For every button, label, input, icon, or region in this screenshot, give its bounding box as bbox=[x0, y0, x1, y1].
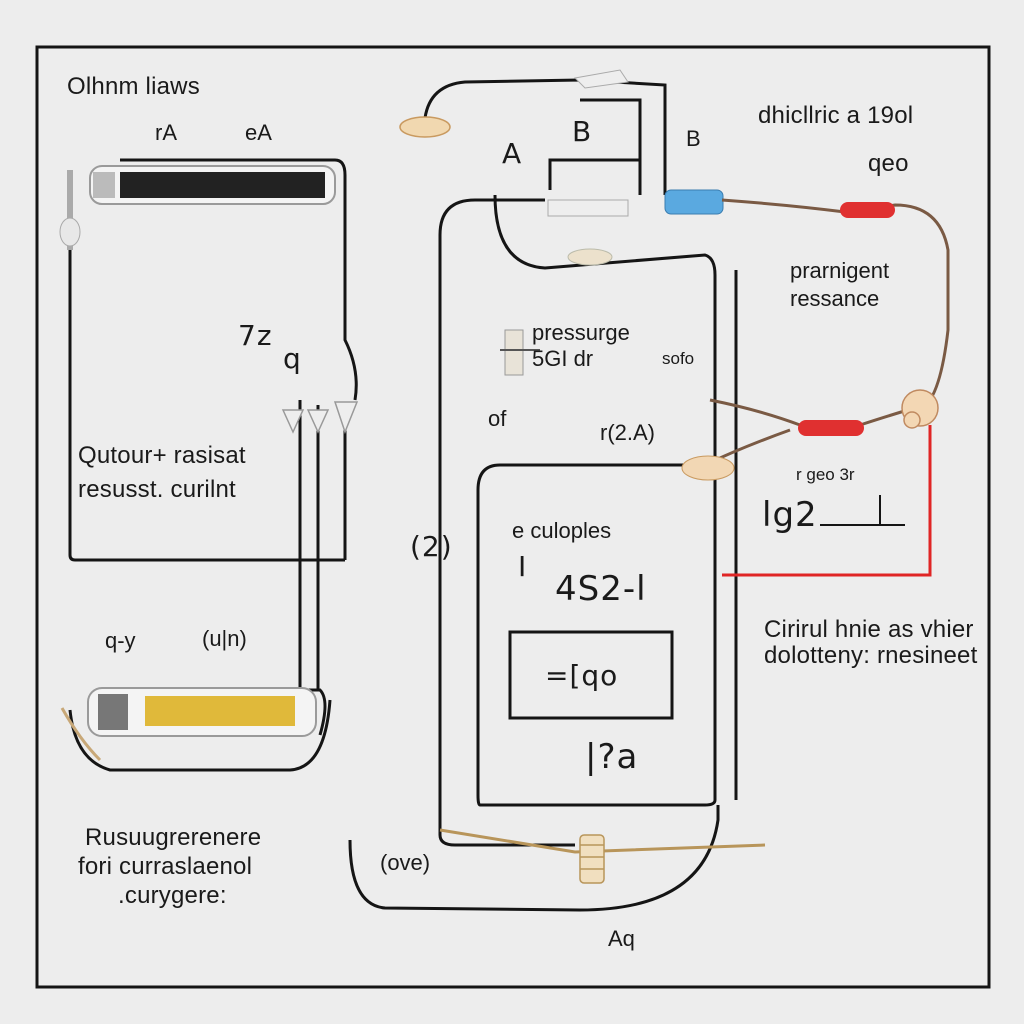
center-sub-wire-2 bbox=[580, 98, 642, 188]
red-wire bbox=[722, 425, 932, 577]
top-lamp bbox=[399, 116, 451, 138]
label-right-1: prarnigent bbox=[790, 258, 890, 283]
diagram-title: Olhnm liaws bbox=[67, 73, 200, 100]
battery-bottom bbox=[60, 687, 332, 772]
red-resistor-mid bbox=[798, 420, 864, 436]
connector-cluster bbox=[281, 401, 359, 435]
label-bottom-left-2: fori curraslaenol bbox=[78, 853, 253, 880]
label-center-ohm: r(2.A) bbox=[600, 420, 655, 445]
label-right-mid-1: r geo 3r bbox=[796, 465, 855, 484]
top-connector bbox=[573, 69, 629, 89]
label-box-formula: 4S2-l bbox=[555, 569, 647, 609]
label-inner-box: =[qo bbox=[545, 659, 619, 692]
label-center-bracket: (2) bbox=[410, 530, 453, 563]
label-pressure-sub: 5GI dr bbox=[532, 346, 594, 371]
junction-node bbox=[901, 389, 939, 429]
red-resistor-top bbox=[840, 202, 895, 218]
label-top-right-1: dhicllric a 19ol bbox=[758, 102, 914, 129]
label-bottom-left-1: Rusuugrerenere bbox=[85, 824, 262, 851]
label-right-lower-1: Cirirul hnie as vhier bbox=[764, 616, 974, 643]
small-bead bbox=[567, 248, 613, 266]
label-center-of: of bbox=[488, 406, 507, 431]
label-left-lower-b: (u|n) bbox=[202, 626, 247, 651]
label-bottom-ovs: (ove) bbox=[380, 850, 431, 875]
label-left-block-1: Qutour+ rasisat bbox=[78, 442, 246, 469]
label-pressure: pressurge bbox=[532, 320, 630, 345]
center-connector bbox=[547, 199, 629, 217]
label-top-center-2: B bbox=[572, 115, 593, 148]
label-box-title: e culoples bbox=[512, 518, 612, 543]
center-left-wire bbox=[438, 235, 575, 847]
right-bead-center bbox=[681, 455, 735, 481]
blue-resistor bbox=[664, 189, 724, 215]
label-bottom-left-3: .curygere: bbox=[118, 882, 227, 909]
label-right-lower-2: dolotteny: rnesineet bbox=[764, 642, 978, 669]
label-bottom-mid: |?a bbox=[585, 737, 639, 777]
label-top-left-b: eA bbox=[245, 120, 272, 145]
label-top-right-2: qeo bbox=[868, 150, 909, 177]
battery-top bbox=[59, 165, 336, 250]
label-top-left-a: rA bbox=[155, 120, 177, 145]
label-center-small: sofo bbox=[662, 349, 695, 368]
brown-wire-top bbox=[721, 198, 950, 412]
center-top-wire bbox=[423, 78, 667, 195]
label-right-2: ressance bbox=[790, 286, 880, 311]
left-upper-wire bbox=[120, 158, 358, 401]
tan-wire-bottom bbox=[439, 828, 766, 854]
center-coil bbox=[500, 329, 540, 376]
center-top-arc bbox=[476, 194, 717, 807]
label-top-center-1: A bbox=[502, 137, 523, 170]
label-right-mid-2: lg2 bbox=[762, 495, 818, 535]
label-left-block-2: resusst. curilnt bbox=[78, 476, 236, 503]
inner-formula-box bbox=[508, 630, 674, 720]
center-sub-wire bbox=[548, 158, 642, 195]
label-box-i: I bbox=[518, 550, 528, 583]
label-mid-left-q: q bbox=[283, 342, 302, 375]
label-left-lower: q-y bbox=[105, 628, 136, 653]
label-mid-left: 7z bbox=[238, 319, 273, 352]
outer-frame bbox=[35, 45, 991, 989]
center-loop bbox=[438, 198, 545, 236]
center-bottom-wire bbox=[348, 805, 720, 912]
label-bottom-a: Aq bbox=[608, 926, 635, 951]
label-top-center-3: B bbox=[686, 126, 701, 151]
left-upper-loop bbox=[68, 250, 345, 562]
bottom-inductor bbox=[579, 834, 605, 884]
